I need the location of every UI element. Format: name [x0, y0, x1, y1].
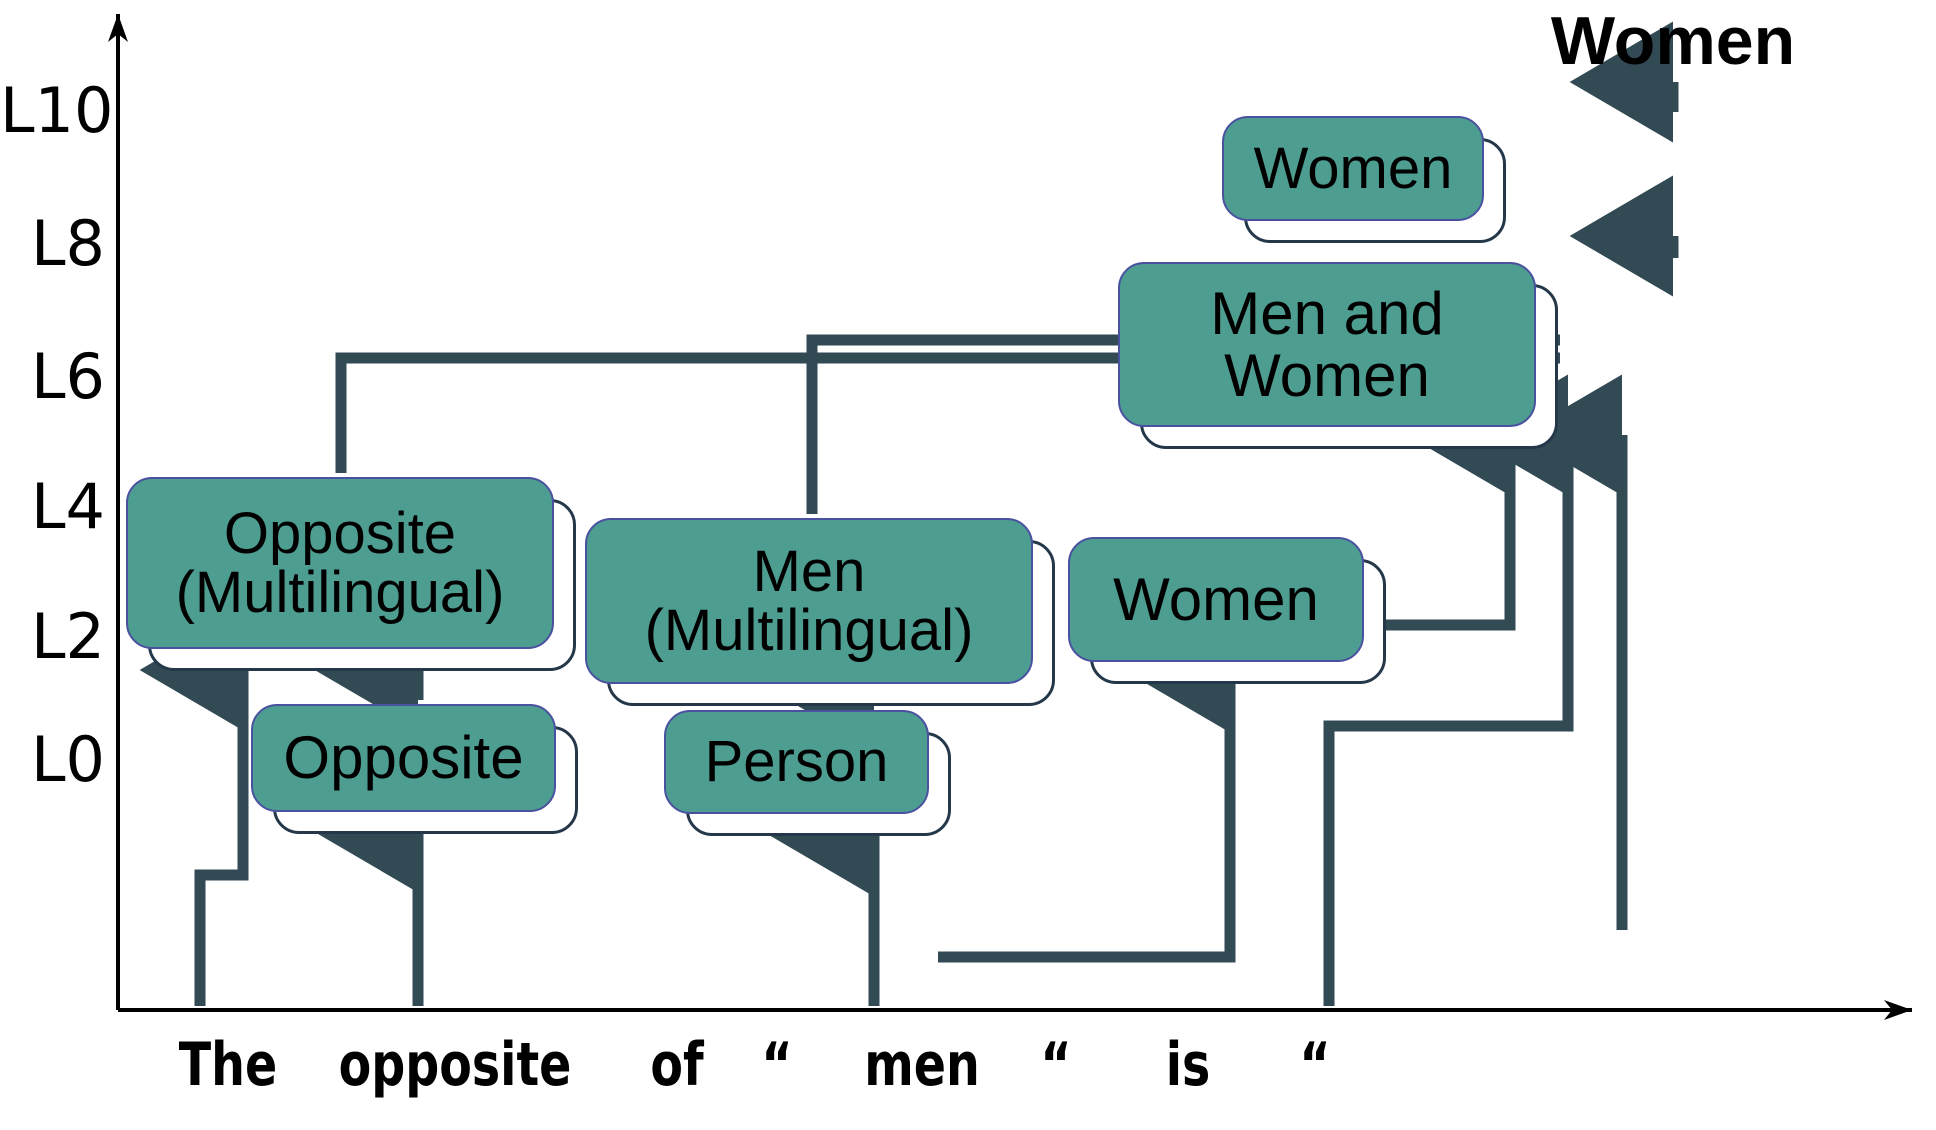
node-label: Opposite (Multilingual)	[175, 500, 505, 625]
node-label: Person	[704, 729, 889, 795]
node-label: Men (Multilingual)	[644, 538, 974, 663]
x-tick-quote-3: “	[1299, 1030, 1331, 1100]
y-tick-l2: L2	[31, 600, 105, 673]
x-tick-opposite: opposite	[338, 1030, 572, 1100]
node-face: Women	[1068, 537, 1364, 662]
node-men-and-women[interactable]: Men and Women	[1118, 262, 1558, 449]
x-tick-men: men	[864, 1030, 980, 1100]
x-tick-the: The	[178, 1030, 278, 1100]
x-tick-of: of	[650, 1030, 704, 1100]
node-opposite-multilingual[interactable]: Opposite (Multilingual)	[126, 477, 576, 671]
node-face: Men and Women	[1118, 262, 1536, 427]
x-tick-quote-1: “	[761, 1030, 793, 1100]
node-label: Women	[1253, 135, 1453, 201]
y-tick-l4: L4	[31, 470, 105, 543]
node-label: Men and Women	[1210, 280, 1444, 409]
connector-the-to-opposite-multilingual	[139, 609, 249, 1006]
node-men-multilingual[interactable]: Men (Multilingual)	[585, 518, 1055, 706]
y-tick-l6: L6	[31, 340, 105, 413]
node-face: Person	[664, 710, 929, 814]
y-tick-l8: L8	[31, 207, 105, 280]
node-face: Opposite (Multilingual)	[126, 477, 554, 649]
connector-person-to-women	[938, 611, 1236, 963]
node-opposite[interactable]: Opposite	[251, 704, 578, 834]
node-face: Men (Multilingual)	[585, 518, 1033, 684]
node-label: Opposite	[283, 724, 524, 792]
y-tick-l0: L0	[31, 723, 105, 796]
node-label: Women	[1113, 565, 1319, 633]
node-women-top[interactable]: Women	[1222, 116, 1506, 243]
node-face: Women	[1222, 116, 1484, 221]
axis-lines	[108, 14, 1912, 1020]
connectors	[139, 21, 1679, 1006]
node-women-layer3[interactable]: Women	[1068, 537, 1386, 684]
node-face: Opposite	[251, 704, 556, 812]
y-tick-l10: L10	[0, 74, 114, 147]
node-person[interactable]: Person	[664, 710, 951, 836]
x-tick-quote-2: “	[1040, 1030, 1072, 1100]
output-label: Women	[1550, 3, 1796, 79]
x-tick-is: is	[1165, 1030, 1211, 1100]
connector-quote-to-men-and-women	[1323, 374, 1574, 1006]
connector-women-to-men-and-women-a	[1370, 374, 1516, 631]
